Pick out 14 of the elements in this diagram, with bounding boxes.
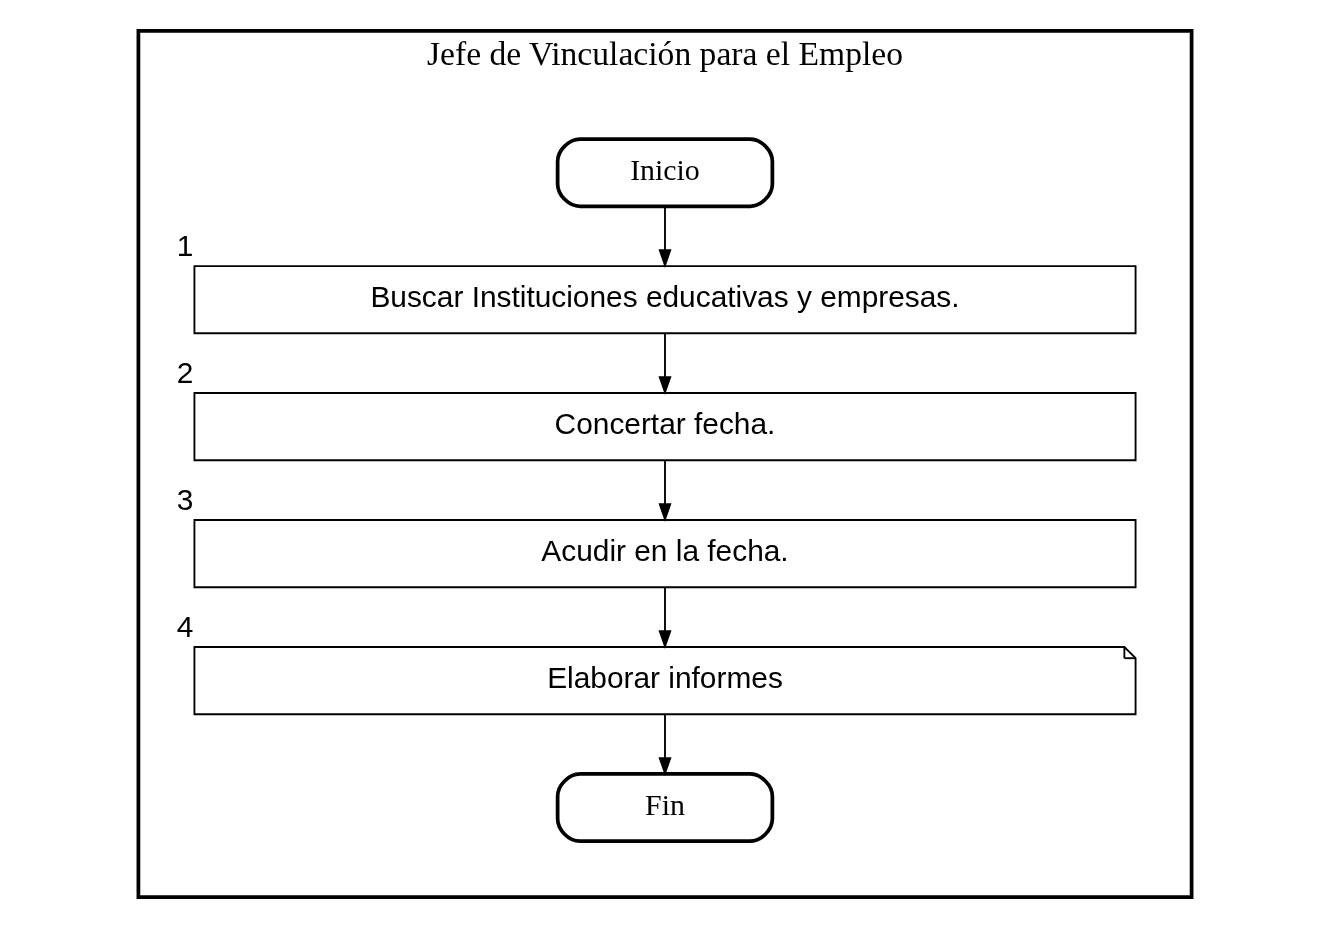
node-box: Acudir en la fecha. <box>193 519 1137 589</box>
node-label: 1 <box>176 229 194 263</box>
node-box: Concertar fecha. <box>193 392 1137 462</box>
node-box: Buscar Instituciones educativas y empresas. <box>193 265 1137 335</box>
node-label: 3 <box>176 483 194 517</box>
node-box: Fin <box>555 772 775 844</box>
node-box: Inicio <box>555 137 775 209</box>
node-label: 4 <box>176 610 194 644</box>
arrow <box>658 333 672 396</box>
arrow <box>658 459 672 522</box>
node-label: 2 <box>176 356 194 390</box>
arrow <box>658 713 672 776</box>
arrow <box>658 206 672 269</box>
arrow <box>658 586 672 649</box>
